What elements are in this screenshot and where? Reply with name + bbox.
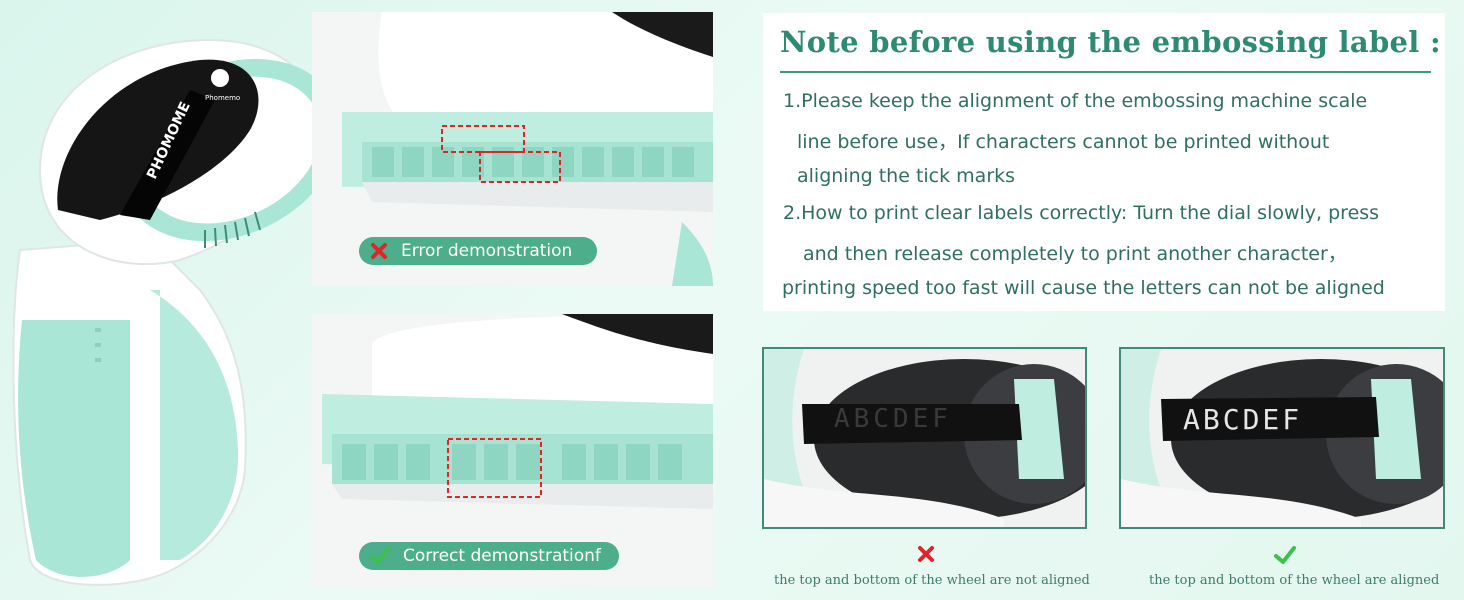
misaligned-caption: the top and bottom of the wheel are not … bbox=[774, 573, 1090, 588]
aligned-caption: the top and bottom of the wheel are alig… bbox=[1149, 573, 1440, 588]
blurred-label-text: ABCDEF bbox=[834, 404, 952, 434]
note-line: printing speed too fast will cause the l… bbox=[782, 277, 1385, 299]
check-icon bbox=[370, 548, 390, 564]
error-demo-label: Error demonstration bbox=[401, 241, 573, 261]
note-line: 2.How to print clear labels correctly: T… bbox=[783, 202, 1380, 224]
note-title: Note before using the embossing label : bbox=[780, 25, 1442, 59]
clear-label-text: ABCDEF bbox=[1183, 403, 1302, 436]
misaligned-label-photo: ABCDEF bbox=[762, 347, 1087, 529]
aligned-label-photo: ABCDEF bbox=[1119, 347, 1445, 529]
correct-demo-label: Correct demonstrationf bbox=[403, 546, 601, 566]
check-icon bbox=[1274, 546, 1296, 564]
cross-icon bbox=[918, 546, 934, 562]
cross-icon bbox=[371, 243, 387, 259]
error-demo-badge: Error demonstration bbox=[359, 237, 597, 265]
usage-note: Note before using the embossing label : … bbox=[763, 13, 1445, 311]
correct-demo-badge: Correct demonstrationf bbox=[359, 542, 619, 570]
correct-demo-photo bbox=[312, 314, 713, 587]
embosser-device-image: PHOMOME Phomemo bbox=[0, 0, 312, 600]
note-line: aligning the tick marks bbox=[797, 165, 1016, 187]
note-line: and then release completely to print ano… bbox=[803, 243, 1347, 265]
note-line: line before use，If characters cannot be … bbox=[797, 131, 1330, 153]
note-line: 1.Please keep the alignment of the embos… bbox=[783, 90, 1368, 112]
embosser-illustration: PHOMOME Phomemo bbox=[12, 38, 312, 586]
brand-logo: Phomemo bbox=[205, 94, 240, 102]
title-divider bbox=[780, 71, 1431, 73]
